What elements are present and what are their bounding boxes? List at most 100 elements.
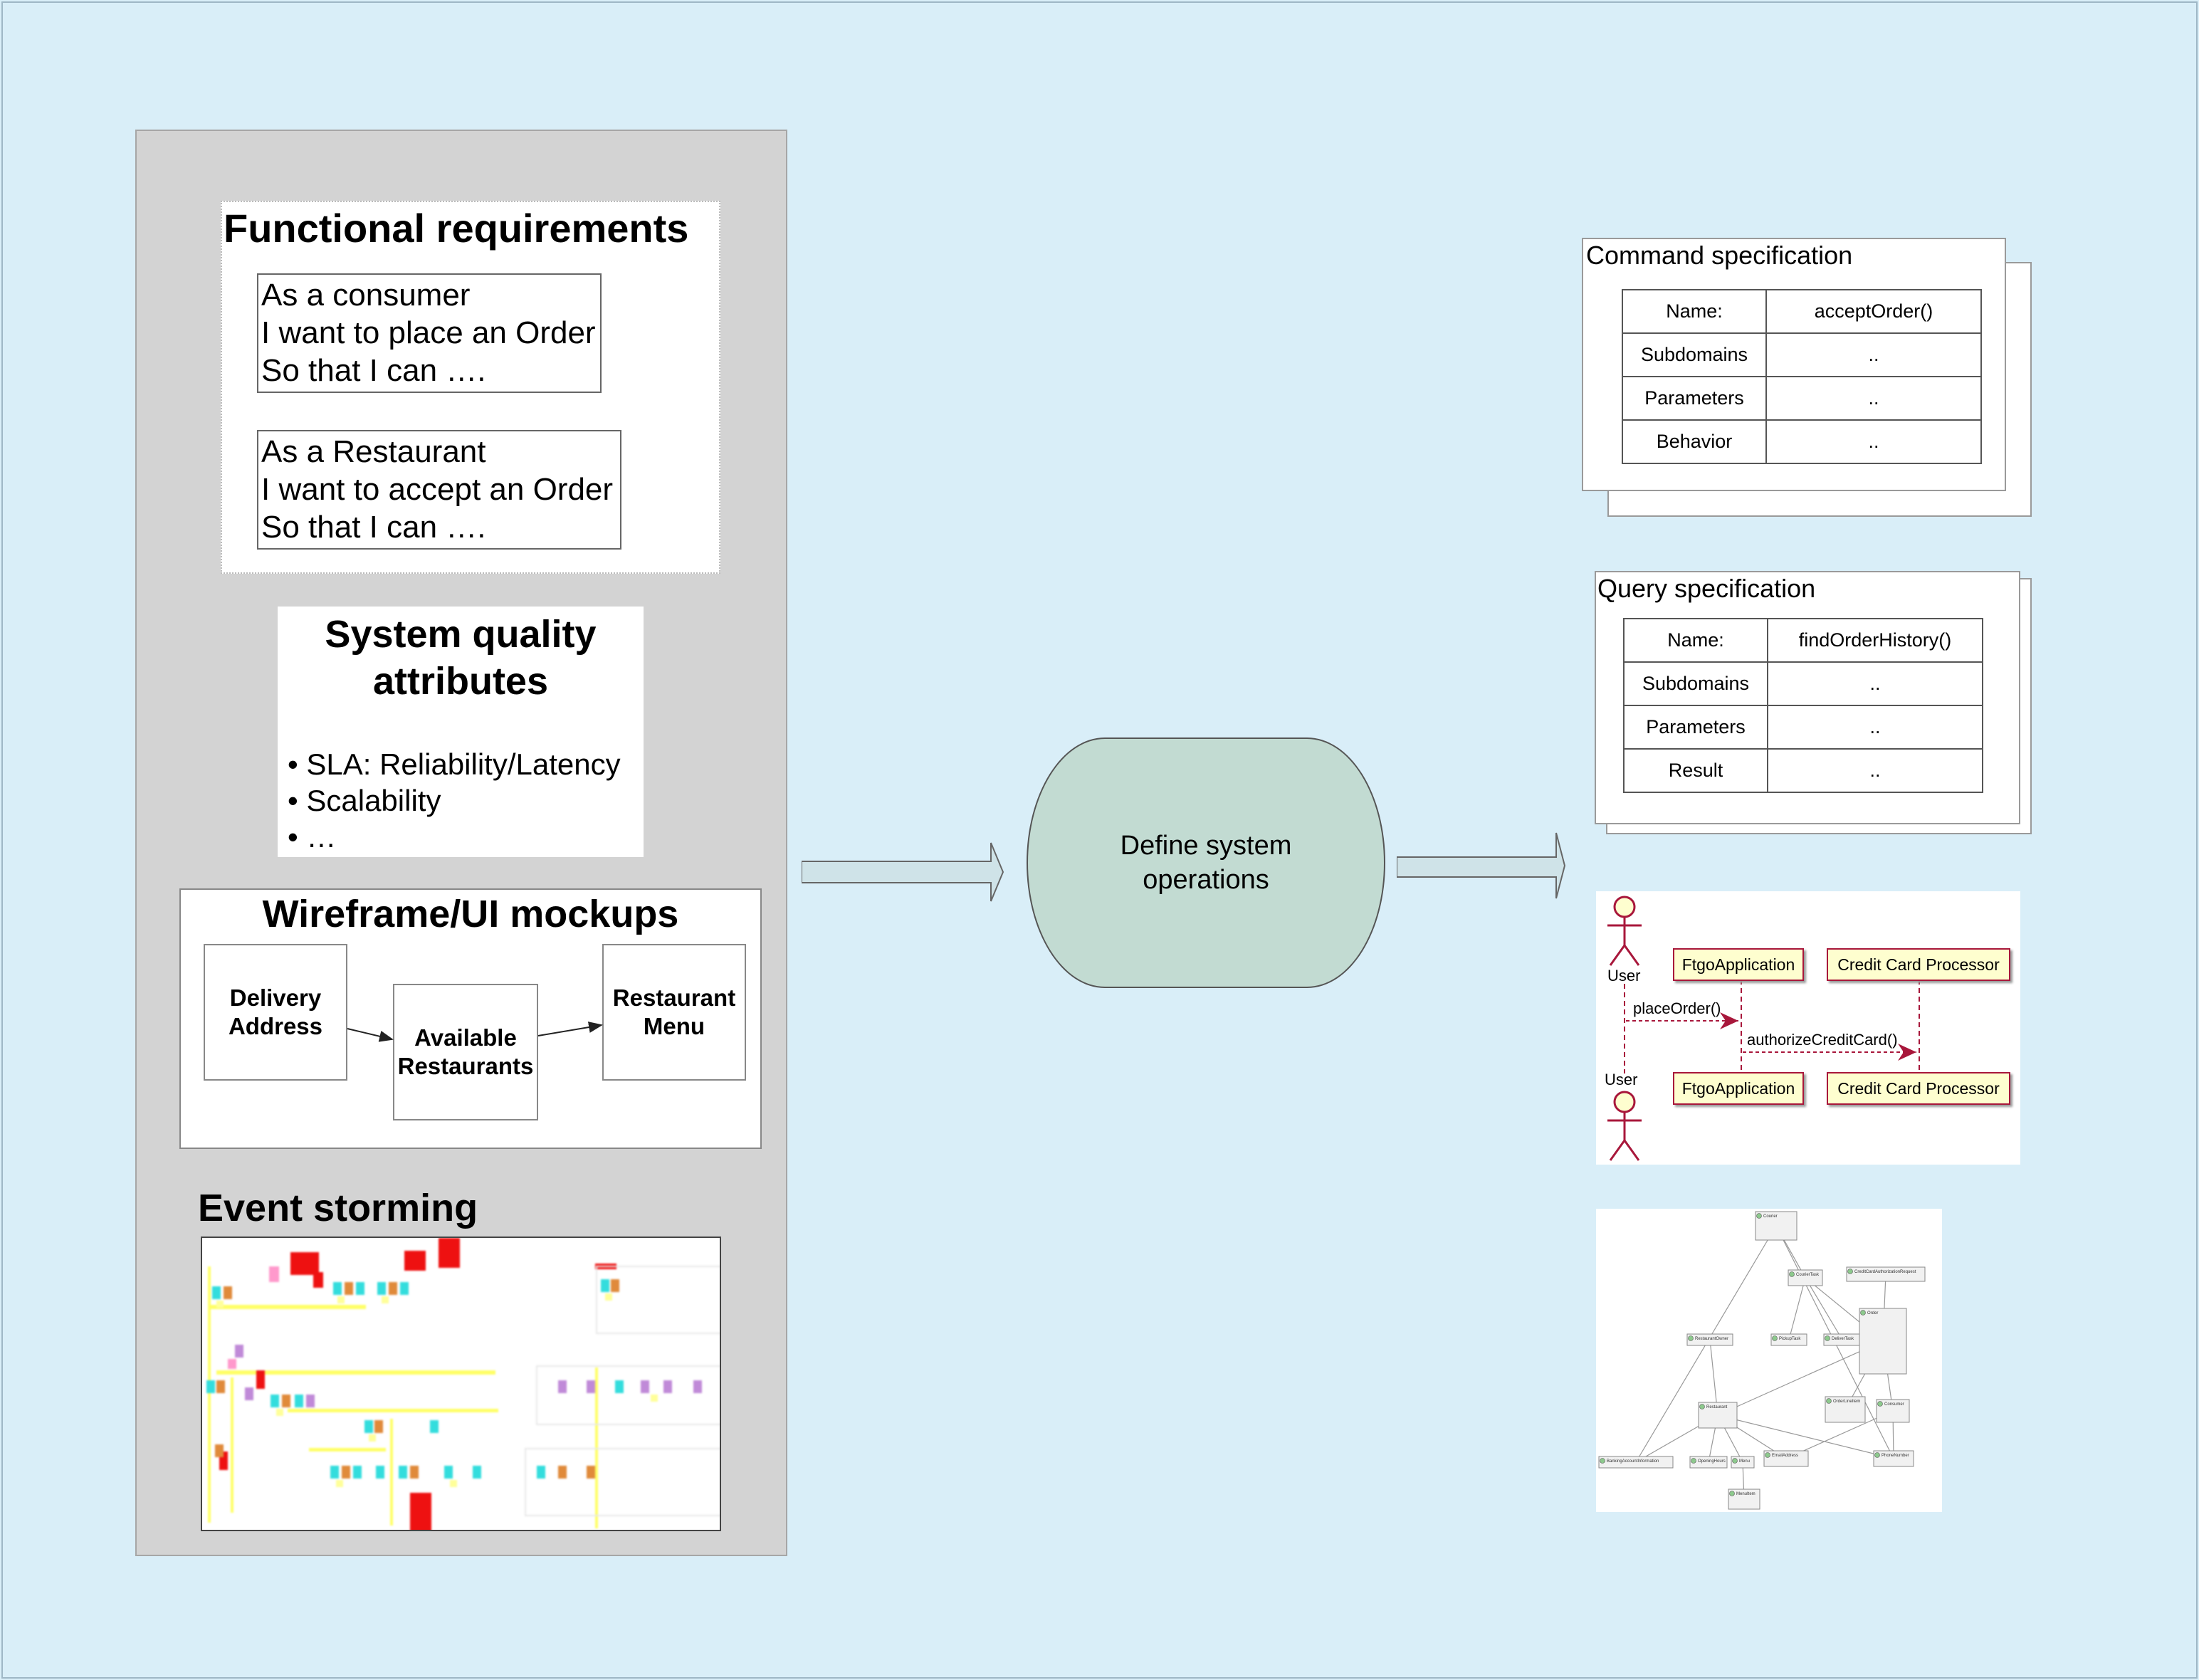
class-node: OrderLineItem — [1825, 1396, 1866, 1423]
class-node: OpeningHours — [1689, 1456, 1728, 1469]
class-name: RestaurantOwner — [1695, 1337, 1728, 1341]
message-placeorder: placeOrder() — [1633, 999, 1721, 1017]
query-spec-title: Query specification — [1597, 574, 1816, 603]
quality-attributes-title: System quality attributes — [278, 611, 644, 705]
define-system-operations-node: Define system operations — [1027, 737, 1385, 988]
spec-value: .. — [1767, 748, 1983, 793]
spec-value: .. — [1767, 661, 1983, 706]
spec-key: Subdomains — [1623, 661, 1768, 706]
story-line: I want to place an Order — [261, 315, 596, 350]
class-node: EmailAddress — [1763, 1450, 1809, 1467]
participant-credit-card-processor-top: Credit Card Processor — [1827, 948, 2010, 981]
quality-attributes-box — [278, 607, 644, 857]
class-name: Order — [1867, 1311, 1878, 1316]
process-line: Define system — [1120, 831, 1292, 861]
spec-value: .. — [1767, 705, 1983, 750]
class-node: CourierTask — [1788, 1269, 1823, 1286]
class-node: PickupTask — [1770, 1333, 1807, 1346]
class-name: PickupTask — [1779, 1337, 1801, 1341]
class-node: CreditCardAuthorizationRequest — [1846, 1266, 1926, 1282]
class-name: CreditCardAuthorizationRequest — [1854, 1270, 1916, 1274]
class-node: BankingAccountInformation — [1598, 1456, 1674, 1469]
class-association — [1805, 1277, 1843, 1340]
story-line: As a Restaurant — [261, 434, 486, 469]
spec-value: .. — [1765, 419, 1982, 464]
spec-key: Subdomains — [1622, 332, 1767, 377]
card-line: Restaurant — [612, 985, 736, 1011]
class-name: MenuItem — [1736, 1492, 1755, 1496]
story-line: As a consumer — [261, 278, 471, 313]
class-name: CourierTask — [1796, 1273, 1820, 1277]
class-node: RestaurantOwner — [1686, 1333, 1733, 1346]
class-association — [1788, 1277, 1806, 1340]
class-name: Restaurant — [1706, 1405, 1728, 1409]
class-name: Menu — [1739, 1459, 1750, 1464]
card-line: Menu — [643, 1013, 705, 1039]
class-node: DeliverTask — [1823, 1333, 1862, 1346]
participant-ftgoapplication-bottom: FtgoApplication — [1673, 1072, 1804, 1105]
quality-item: • … — [288, 820, 337, 854]
spec-key: Name: — [1623, 618, 1768, 663]
spec-key: Behavior — [1622, 419, 1767, 464]
actor-icon — [1607, 1091, 1642, 1161]
functional-requirements-title: Functional requirements — [224, 206, 689, 251]
class-association — [1717, 1340, 1884, 1416]
wireframe-arrow — [347, 1028, 394, 1042]
title-line: System quality — [325, 613, 597, 656]
class-name: EmailAddress — [1772, 1454, 1798, 1458]
spec-key: Parameters — [1622, 376, 1767, 421]
input-arrow — [802, 842, 1004, 902]
output-arrow — [1397, 832, 1566, 899]
class-association — [1717, 1414, 1894, 1459]
spec-value: acceptOrder() — [1765, 289, 1982, 334]
spec-value: .. — [1765, 376, 1982, 421]
sequence-diagram-lines — [1607, 896, 1920, 1161]
spec-key: Result — [1623, 748, 1768, 793]
wireframe-arrow — [537, 1022, 603, 1036]
card-line: Restaurants — [397, 1053, 534, 1079]
class-node: MenuItem — [1728, 1489, 1760, 1510]
class-node: Consumer — [1876, 1399, 1910, 1423]
command-spec-title: Command specification — [1586, 241, 1853, 270]
quality-item: • Scalability — [288, 784, 441, 817]
class-name: BankingAccountInformation — [1607, 1459, 1659, 1464]
spec-key: Name: — [1622, 289, 1767, 334]
spec-key: Parameters — [1623, 705, 1768, 750]
message-authorizecreditcard: authorizeCreditCard() — [1747, 1031, 1898, 1049]
actor-label-bottom: User — [1605, 1071, 1638, 1088]
class-name: DeliverTask — [1832, 1337, 1854, 1341]
sequence-diagram — [1596, 891, 2020, 1165]
card-line: Available — [414, 1024, 517, 1051]
story-line: I want to accept an Order — [261, 472, 614, 507]
card-line: Address — [228, 1013, 323, 1039]
class-node: Menu — [1731, 1456, 1755, 1469]
wireframe-title: Wireframe/UI mockups — [262, 893, 679, 935]
user-story-consumer: As a consumer I want to place an Order S… — [257, 273, 602, 393]
process-line: operations — [1143, 865, 1269, 895]
class-name: PhoneNumber — [1882, 1454, 1909, 1458]
class-node: PhoneNumber — [1873, 1450, 1914, 1467]
class-node: Order — [1859, 1308, 1907, 1375]
spec-value: findOrderHistory() — [1767, 618, 1983, 663]
actor-icon — [1607, 896, 1642, 966]
user-story-restaurant: As a Restaurant I want to accept an Orde… — [257, 430, 621, 550]
quality-item: • SLA: Reliability/Latency — [288, 747, 621, 781]
story-line: So that I can …. — [261, 353, 486, 388]
class-name: Consumer — [1884, 1402, 1904, 1407]
class-node: Courier — [1755, 1211, 1797, 1241]
class-node: Restaurant — [1698, 1402, 1738, 1429]
class-name: OrderLineItem — [1833, 1400, 1860, 1404]
participant-credit-card-processor-bottom: Credit Card Processor — [1827, 1072, 2010, 1105]
command-spec-table: Name:acceptOrder() Subdomains.. Paramete… — [1622, 289, 1982, 464]
participant-ftgoapplication-top: FtgoApplication — [1673, 948, 1804, 981]
card-line: Delivery — [229, 985, 322, 1011]
event-storming-board — [201, 1237, 721, 1531]
class-name: OpeningHours — [1698, 1459, 1726, 1464]
query-spec-table: Name:findOrderHistory() Subdomains.. Par… — [1623, 618, 1983, 793]
